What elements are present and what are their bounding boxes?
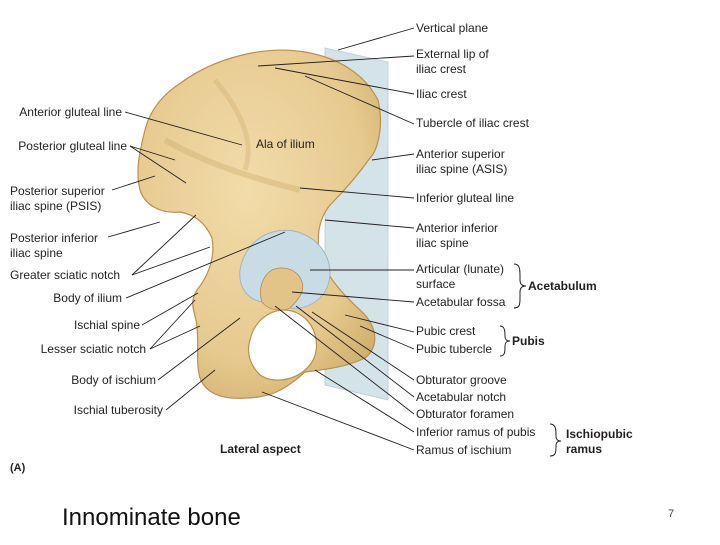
label-ischial-tuberosity: Ischial tuberosity <box>74 403 163 417</box>
label-inferior-ramus-of-pubis: Inferior ramus of pubis <box>416 425 535 439</box>
label-body-of-ilium: Body of ilium <box>53 291 122 305</box>
label-piis-1: Posterior inferior <box>10 231 98 245</box>
group-ischiopubic-2: ramus <box>566 442 602 456</box>
acetabulum-brace <box>513 263 527 309</box>
label-acetabular-fossa: Acetabular fossa <box>416 295 506 309</box>
label-ischial-spine: Ischial spine <box>74 318 140 332</box>
label-psis-1: Posterior superior <box>10 184 105 198</box>
pubis-brace <box>499 325 511 357</box>
label-iliac-crest: Iliac crest <box>416 87 467 101</box>
label-obturator-foramen: Obturator foramen <box>416 407 514 421</box>
gluteal-shadow <box>163 137 301 193</box>
label-acetabular-notch: Acetabular notch <box>416 390 506 404</box>
label-body-of-ischium: Body of ischium <box>71 373 156 387</box>
label-asis-2: iliac spine (ASIS) <box>416 162 507 176</box>
obturator-foramen <box>247 309 318 381</box>
label-greater-sciatic-notch: Greater sciatic notch <box>10 268 120 282</box>
label-external-lip-2: iliac crest <box>416 62 467 76</box>
page-number: 7 <box>668 508 675 520</box>
label-external-lip-1: External lip of <box>416 47 489 61</box>
label-psis-2: iliac spine (PSIS) <box>10 199 101 213</box>
label-inferior-gluteal-line: Inferior gluteal line <box>416 191 514 205</box>
acetabular-fossa <box>260 267 304 311</box>
ilium-shadow <box>213 78 251 171</box>
label-asis-1: Anterior superior <box>416 147 505 161</box>
label-obturator-groove: Obturator groove <box>416 373 507 387</box>
aspect-caption: Lateral aspect <box>220 442 301 456</box>
group-ischiopubic-1: Ischiopubic <box>566 427 633 441</box>
right-leader-lines <box>257 27 415 451</box>
label-tubercle-of-iliac-crest: Tubercle of iliac crest <box>416 116 530 130</box>
slide-title: Innominate bone <box>62 504 241 531</box>
label-anterior-gluteal-line: Anterior gluteal line <box>19 105 122 119</box>
label-aiis-1: Anterior inferior <box>416 221 498 235</box>
label-articular-surface-2: surface <box>416 277 456 291</box>
label-lesser-sciatic-notch: Lesser sciatic notch <box>41 342 146 356</box>
left-leader-lines <box>107 111 286 411</box>
label-pubic-crest: Pubic crest <box>416 324 476 338</box>
label-articular-surface-1: Articular (lunate) <box>416 262 504 276</box>
label-aiis-2: iliac spine <box>416 236 469 250</box>
label-ramus-of-ischium: Ramus of ischium <box>416 443 511 457</box>
label-pubic-tubercle: Pubic tubercle <box>416 342 492 356</box>
group-acetabulum: Acetabulum <box>528 279 597 293</box>
ischiopubic-brace <box>549 423 562 457</box>
label-ala-of-ilium: Ala of ilium <box>256 137 315 151</box>
label-piis-2: iliac spine <box>10 246 63 260</box>
panel-letter: (A) <box>10 462 26 474</box>
label-vertical-plane: Vertical plane <box>416 21 488 35</box>
label-posterior-gluteal-line: Posterior gluteal line <box>18 139 127 153</box>
group-pubis: Pubis <box>512 334 545 348</box>
hip-bone <box>137 49 382 399</box>
